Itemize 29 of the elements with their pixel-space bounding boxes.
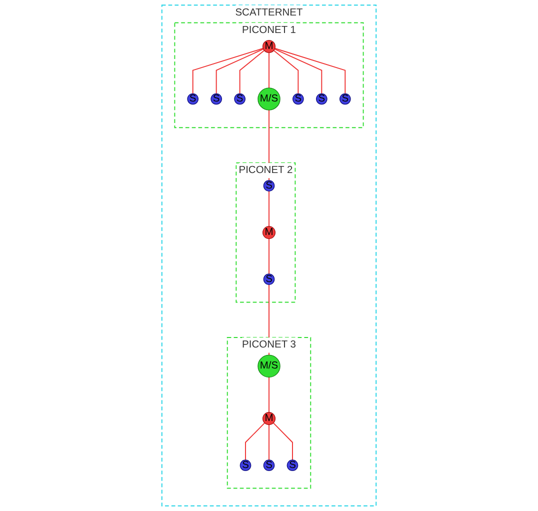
connector — [245, 422, 266, 460]
connector — [272, 422, 293, 460]
node-circle: M/S — [258, 88, 280, 110]
connector — [268, 424, 270, 460]
node-circle: M/S — [258, 354, 280, 378]
node-circle: M — [262, 40, 276, 54]
node-circle: S — [210, 93, 222, 105]
connector — [274, 48, 346, 94]
connector — [239, 50, 265, 94]
node-circle: S — [187, 93, 198, 105]
connector — [192, 48, 264, 94]
node-circle: S — [240, 460, 252, 471]
connector — [216, 48, 264, 94]
node-circle: S — [263, 460, 275, 471]
node-circle: M — [262, 412, 276, 426]
node-circle: S — [316, 93, 328, 105]
connector — [268, 190, 270, 227]
connector — [268, 376, 270, 413]
node-circle: S — [292, 93, 304, 105]
connector — [268, 238, 270, 274]
connector — [273, 50, 299, 94]
connector — [268, 52, 270, 88]
node-circle: S — [263, 274, 275, 285]
node-circle: M — [262, 226, 276, 240]
node-circle: S — [340, 93, 351, 105]
node-circle: S — [286, 460, 298, 471]
node-circle: S — [263, 180, 275, 192]
node-circle: S — [234, 93, 246, 105]
connector — [274, 48, 322, 94]
